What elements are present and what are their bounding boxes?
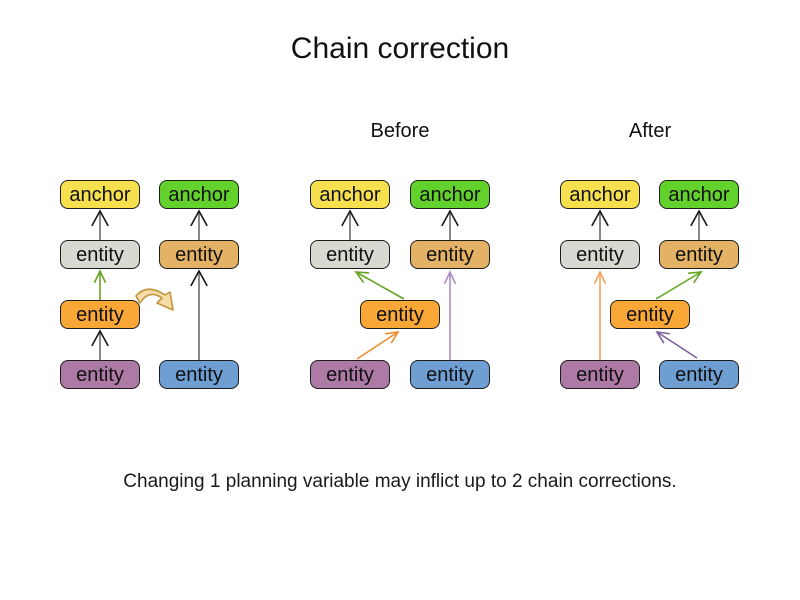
anchor-box-green: anchor bbox=[659, 180, 739, 209]
entity-box-blue: entity bbox=[159, 360, 239, 389]
arrow-arrow-green bbox=[354, 271, 405, 300]
arrow-arrow-orange-light bbox=[593, 270, 607, 360]
arrow-arrow-purple-light bbox=[443, 270, 457, 360]
entity-box-purple: entity bbox=[560, 360, 640, 389]
entity-box-gray: entity bbox=[60, 240, 140, 269]
anchor-box-yellow: anchor bbox=[60, 180, 140, 209]
anchor-box-green: anchor bbox=[159, 180, 239, 209]
arrow-line-gray bbox=[190, 209, 208, 240]
page-title: Chain correction bbox=[290, 32, 510, 65]
entity-box-gray: entity bbox=[310, 240, 390, 269]
anchor-box-green: anchor bbox=[410, 180, 490, 209]
before-label: Before bbox=[370, 120, 430, 142]
entity-box-orange: entity bbox=[60, 300, 140, 329]
arrow-arrow-green bbox=[93, 269, 107, 300]
entity-box-blue: entity bbox=[410, 360, 490, 389]
arrow-line-gray bbox=[690, 209, 708, 240]
arrow-arrow-orange bbox=[356, 330, 400, 360]
after-label: After bbox=[628, 120, 672, 142]
arrow-arrow-purple bbox=[655, 330, 698, 359]
move-arrow bbox=[135, 288, 174, 311]
entity-box-tan: entity bbox=[659, 240, 739, 269]
arrow-line-gray bbox=[91, 329, 109, 360]
entity-box-orange: entity bbox=[610, 300, 690, 329]
entity-box-orange: entity bbox=[360, 300, 440, 329]
anchor-box-yellow: anchor bbox=[560, 180, 640, 209]
entity-box-purple: entity bbox=[60, 360, 140, 389]
arrow-line-gray bbox=[441, 209, 459, 240]
arrow-line-gray bbox=[190, 269, 208, 360]
arrow-arrow-green bbox=[655, 271, 703, 300]
entity-box-gray: entity bbox=[560, 240, 640, 269]
arrow-line-gray bbox=[591, 209, 609, 240]
entity-box-tan: entity bbox=[410, 240, 490, 269]
caption-text: Changing 1 planning variable may inflict… bbox=[123, 471, 677, 492]
anchor-box-yellow: anchor bbox=[310, 180, 390, 209]
arrow-line-gray bbox=[341, 209, 359, 240]
entity-box-purple: entity bbox=[310, 360, 390, 389]
entity-box-blue: entity bbox=[659, 360, 739, 389]
arrow-line-gray bbox=[91, 209, 109, 240]
entity-box-tan: entity bbox=[159, 240, 239, 269]
